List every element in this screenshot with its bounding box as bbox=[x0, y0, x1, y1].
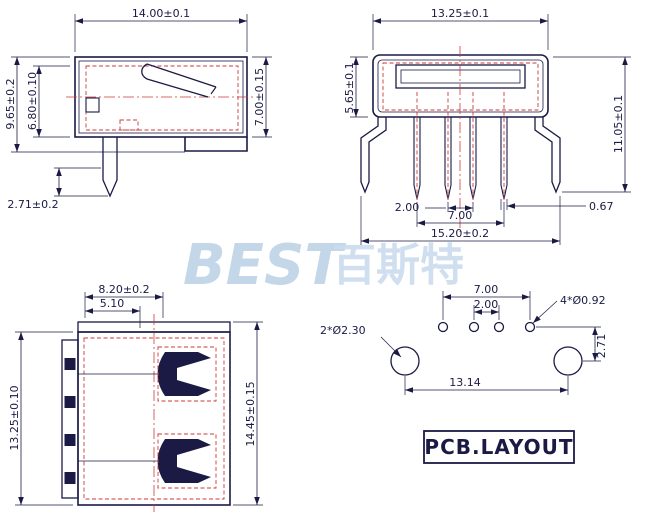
rear-terminal-column bbox=[61, 339, 79, 499]
dim-front-total-height: 11.05±0.1 bbox=[612, 95, 625, 153]
dim-rear-outer-width: 8.20±0.2 bbox=[98, 283, 149, 296]
side-rear-pocket bbox=[85, 97, 100, 113]
dim-pcb-pin-pitch: 2.00 bbox=[474, 298, 499, 311]
dim-pcb-mount-span: 13.14 bbox=[449, 376, 481, 389]
rear-fork-contact-1 bbox=[157, 352, 211, 396]
dim-front-overall-width: 15.20±0.2 bbox=[431, 227, 489, 240]
side-pin bbox=[102, 137, 118, 198]
front-leg-left bbox=[360, 117, 387, 194]
side-contact-spring bbox=[141, 63, 217, 98]
watermark-cjk: 百斯特 bbox=[332, 240, 464, 291]
rear-solder-tab-3 bbox=[64, 434, 76, 446]
dim-side-width: 14.00±0.1 bbox=[132, 7, 190, 20]
front-tongue-inner bbox=[400, 69, 521, 84]
front-view: 13.25±0.1 5.65±0.1 11.05±0.1 2.00 7.00 0… bbox=[343, 7, 631, 245]
side-spring-tip bbox=[210, 86, 217, 95]
front-shell-inner bbox=[377, 59, 544, 113]
front-hidden-cavity bbox=[382, 62, 539, 111]
dim-rear-total-height: 14.45±0.15 bbox=[244, 381, 257, 446]
dim-pcb-row-offset: 2.71 bbox=[595, 334, 608, 359]
dim-rear-body-height: 13.25±0.10 bbox=[8, 385, 21, 450]
dim-front-width: 13.25±0.1 bbox=[431, 7, 489, 20]
side-hidden-detail bbox=[119, 119, 139, 131]
rear-solder-tab-1 bbox=[64, 358, 76, 370]
front-leg-right bbox=[534, 117, 561, 194]
pcb-title-box bbox=[423, 430, 575, 464]
dim-front-pin-pitch: 2.00 bbox=[395, 201, 420, 214]
rear-fork-contact-2 bbox=[157, 439, 211, 483]
pcb-mount-hole-left bbox=[390, 346, 420, 376]
pcb-mount-hole-right bbox=[553, 346, 583, 376]
watermark: BEST 百斯特 bbox=[183, 233, 464, 298]
front-tongue bbox=[395, 64, 526, 89]
rear-solder-tab-2 bbox=[64, 396, 76, 408]
pcb-title: PCB.LAYOUT bbox=[424, 435, 573, 459]
front-shell-outline bbox=[372, 54, 549, 118]
side-view: 14.00±0.1 7.00±0.15 6.80±0.10 9.65±0.2 2… bbox=[4, 7, 272, 211]
side-hidden-insulator bbox=[85, 65, 239, 131]
watermark-latin: BEST bbox=[183, 233, 346, 298]
pcb-pin-hole-4 bbox=[524, 321, 536, 333]
dim-front-pin-span: 7.00 bbox=[448, 209, 473, 222]
callout-pcb-mount-hole: 2*Ø2.30 bbox=[320, 324, 366, 337]
rear-view: 8.20±0.2 5.10 13.25±0.10 14.45±0.15 bbox=[8, 283, 263, 512]
dim-side-total-height: 9.65±0.2 bbox=[4, 78, 17, 129]
dim-side-pin-protrusion: 2.71±0.2 bbox=[7, 198, 58, 211]
dim-side-inner-height: 6.80±0.10 bbox=[26, 72, 39, 130]
dim-front-shell-height: 5.65±0.1 bbox=[343, 62, 356, 113]
dim-side-shell-height: 7.00±0.15 bbox=[253, 68, 266, 126]
rear-solder-tab-4 bbox=[64, 472, 76, 484]
pcb-layout-view: 7.00 2.00 4*Ø0.92 2*Ø2.30 13.14 2.71 PCB… bbox=[320, 283, 608, 464]
side-front-lip bbox=[184, 137, 248, 152]
dim-pcb-pin-span: 7.00 bbox=[474, 283, 499, 296]
dim-rear-inner-width: 5.10 bbox=[100, 297, 125, 310]
dim-front-pin-width: 0.67 bbox=[589, 200, 614, 213]
pcb-pin-hole-1 bbox=[437, 321, 449, 333]
callout-pcb-pin-hole: 4*Ø0.92 bbox=[560, 294, 606, 307]
pcb-pin-hole-2 bbox=[468, 321, 480, 333]
pcb-pin-hole-3 bbox=[493, 321, 505, 333]
